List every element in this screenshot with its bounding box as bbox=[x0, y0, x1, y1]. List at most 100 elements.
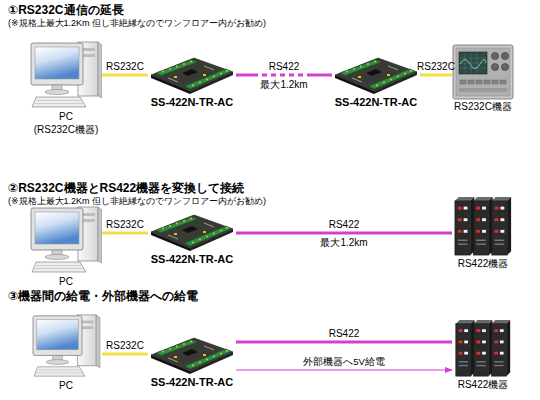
device-name: PC bbox=[30, 276, 102, 288]
rack-lamp bbox=[464, 329, 468, 332]
keyboard-row bbox=[38, 370, 80, 371]
screen-grid bbox=[460, 58, 486, 59]
terminal-screw bbox=[192, 365, 194, 367]
device-illustration bbox=[148, 212, 236, 252]
distance-label: 最大1.2km bbox=[320, 237, 367, 249]
device-illustration bbox=[30, 40, 102, 110]
instrument-node: RS232C機器 bbox=[452, 44, 514, 113]
device-illustration bbox=[452, 318, 514, 378]
silk-print bbox=[168, 235, 178, 239]
ic-chip bbox=[182, 226, 198, 233]
distance-label: 最大1.2km bbox=[260, 79, 307, 91]
led bbox=[174, 233, 177, 235]
keyboard-row bbox=[36, 372, 82, 373]
pc-tower-side bbox=[96, 315, 100, 368]
rack-lamp bbox=[464, 218, 468, 221]
silk-print bbox=[204, 66, 214, 70]
led bbox=[203, 354, 206, 356]
board-top bbox=[335, 58, 417, 91]
terminal-screw bbox=[390, 79, 392, 81]
device-illustration bbox=[148, 55, 236, 95]
silk-print bbox=[388, 66, 398, 70]
terminal-screw bbox=[360, 66, 362, 68]
signal-label: RS232C bbox=[106, 219, 144, 231]
pc-keyboard bbox=[32, 97, 86, 107]
terminal-screw bbox=[346, 71, 348, 73]
device-name: (RS232C機器) bbox=[30, 124, 102, 136]
rack-lamp bbox=[500, 218, 504, 221]
terminal-screw bbox=[199, 239, 201, 241]
rack-lamp bbox=[482, 207, 486, 210]
terminal-block bbox=[340, 60, 381, 76]
instrument-button bbox=[468, 80, 474, 84]
rack-vent bbox=[458, 240, 468, 241]
pc-tower-side bbox=[98, 207, 102, 263]
instrument-button bbox=[500, 80, 506, 84]
signal-label: RS232C bbox=[106, 340, 144, 352]
rack-lamp bbox=[482, 218, 486, 221]
pc-monitor bbox=[33, 316, 82, 356]
product-name: SS-422N-TR-AC bbox=[148, 376, 236, 388]
terminal-screw bbox=[176, 223, 178, 225]
pc-screen bbox=[37, 320, 78, 350]
rack-lamp bbox=[482, 329, 486, 332]
rack-vent bbox=[476, 243, 486, 244]
terminal-screw bbox=[404, 73, 406, 75]
rs422-cable bbox=[236, 74, 332, 77]
device-name: RS422機器 bbox=[452, 258, 514, 270]
signal-label: RS422 bbox=[329, 328, 360, 340]
rack-lamp bbox=[464, 352, 468, 355]
pc-screen bbox=[35, 47, 79, 79]
terminal-screw bbox=[410, 70, 412, 72]
ic-chip bbox=[366, 69, 382, 76]
rack-vent bbox=[459, 361, 468, 362]
section-heading: ③機器間の給電・外部機器への給電 bbox=[8, 289, 198, 303]
terminal-screw bbox=[176, 66, 178, 68]
instrument-button bbox=[460, 80, 466, 84]
device-name: PC bbox=[30, 380, 102, 392]
rack-lamp bbox=[482, 352, 486, 355]
silk-print bbox=[204, 346, 214, 350]
converter-node: SS-422N-TR-AC bbox=[148, 55, 236, 108]
rack-lamp bbox=[494, 352, 498, 355]
instrument-knob bbox=[492, 53, 499, 60]
rs232c-cable bbox=[102, 353, 148, 356]
terminal-screw bbox=[374, 61, 376, 63]
terminal-screw bbox=[367, 63, 369, 65]
rack-vent bbox=[476, 240, 486, 241]
section-heading: ①RS232C通信の延長 bbox=[8, 3, 124, 17]
board-top bbox=[151, 215, 233, 248]
screen-grid bbox=[460, 63, 486, 64]
rack-front bbox=[492, 201, 508, 255]
instrument-knob bbox=[502, 64, 509, 71]
terminal-screw bbox=[353, 68, 355, 70]
rack-lamp bbox=[495, 207, 499, 210]
section-heading: ②RS232C機器とRS422機器を変換して接続 bbox=[8, 181, 244, 195]
rack-lamp bbox=[459, 341, 463, 344]
terminal-screw bbox=[213, 76, 215, 78]
rack-lamp bbox=[464, 341, 468, 344]
rack-lamp bbox=[500, 352, 504, 355]
rs232c-cable bbox=[102, 74, 148, 77]
silk-print bbox=[168, 358, 178, 362]
instrument-knob bbox=[502, 53, 509, 60]
rack-lamp bbox=[476, 329, 480, 332]
terminal-screw bbox=[183, 63, 185, 65]
rack-lamp bbox=[464, 207, 468, 210]
terminal-screw bbox=[190, 218, 192, 220]
rack-lamp bbox=[482, 341, 486, 344]
rs232c-cable bbox=[102, 232, 148, 235]
monitor-base bbox=[45, 255, 69, 260]
rack-lamp bbox=[500, 207, 504, 210]
rack-lamp bbox=[495, 230, 499, 233]
device-illustration bbox=[452, 195, 514, 257]
rack-side bbox=[507, 197, 511, 255]
terminal-screw bbox=[213, 233, 215, 235]
terminal-screw bbox=[397, 76, 399, 78]
rack-front bbox=[473, 201, 489, 255]
pc-monitor bbox=[31, 43, 83, 85]
rack-lamp bbox=[464, 230, 468, 233]
terminal-screw bbox=[199, 82, 201, 84]
rack-front bbox=[455, 201, 471, 255]
